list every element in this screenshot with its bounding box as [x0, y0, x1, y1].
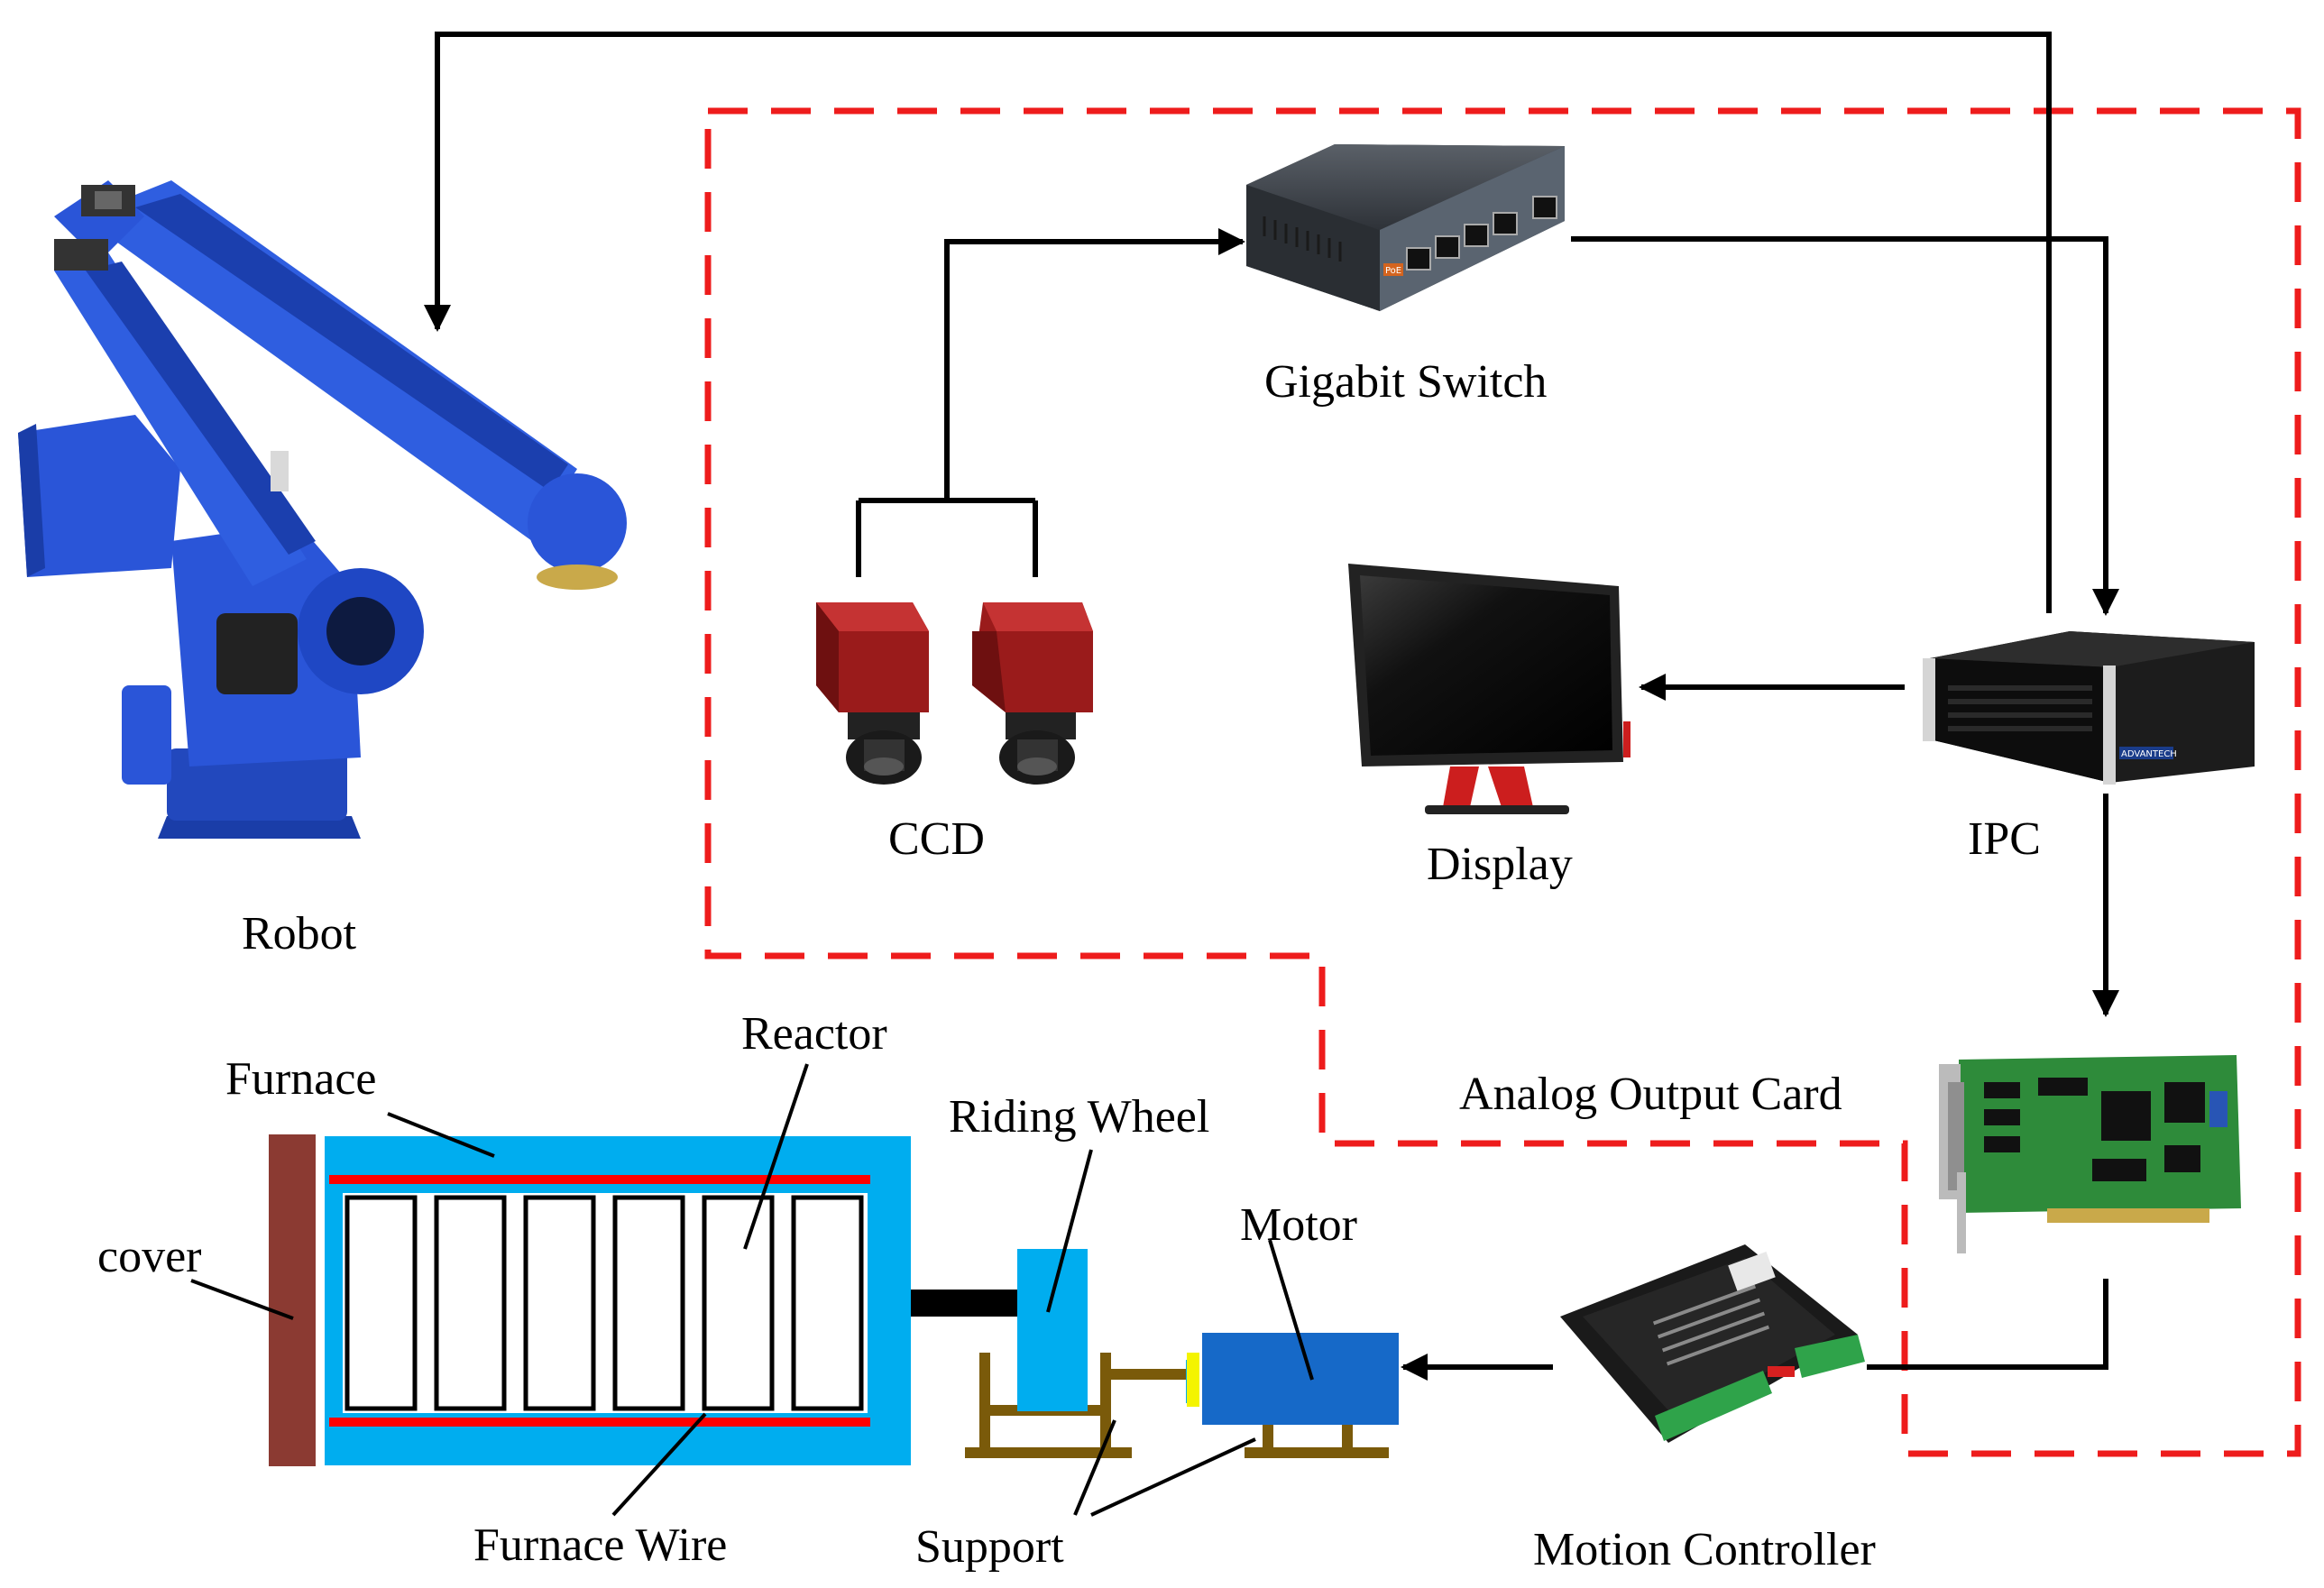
label-gigabit-switch: Gigabit Switch [1264, 356, 1547, 408]
furnace-wire-bottom [329, 1418, 870, 1427]
switch-poe-badge: PoE [1385, 266, 1401, 276]
switch-to-ipc-line [1571, 236, 2119, 616]
label-ipc: IPC [1968, 813, 2041, 865]
label-ccd: CCD [888, 813, 985, 865]
ipc-brand-text: ADVANTECH [2121, 749, 2177, 759]
label-reactor: Reactor [741, 1008, 887, 1060]
label-riding-wheel: Riding Wheel [949, 1091, 1209, 1143]
leader-lines [190, 1063, 1314, 1517]
motion-controller-image [1560, 1244, 1865, 1443]
label-cover: cover [97, 1231, 201, 1282]
ccd-camera-right [972, 602, 1093, 785]
drive-shaft [911, 1290, 1017, 1317]
label-robot: Robot [242, 908, 357, 959]
robot-image [18, 180, 627, 839]
reactor-cells [344, 1195, 864, 1411]
control-system-boundary [704, 107, 2301, 1457]
display-monitor-image [1348, 564, 1630, 814]
ccd-camera-left [816, 602, 929, 785]
analog-output-card-image [1939, 1055, 2241, 1253]
gigabit-switch-image: PoE [1246, 144, 1565, 311]
riding-wheel [1017, 1249, 1088, 1411]
label-motion-controller: Motion Controller [1533, 1524, 1876, 1575]
ipc-to-robot-line [424, 32, 2052, 613]
card-to-controller-line [1867, 1279, 2108, 1370]
label-motor: Motor [1240, 1199, 1357, 1251]
furnace-assembly [269, 1134, 911, 1466]
label-support: Support [915, 1521, 1064, 1573]
label-analog-output-card: Analog Output Card [1459, 1069, 1842, 1120]
support-frame [965, 1353, 1389, 1458]
label-display: Display [1427, 839, 1573, 890]
furnace-cover [269, 1134, 316, 1466]
ccd-to-switch-line [856, 242, 1243, 577]
furnace-wire-top [329, 1175, 870, 1184]
motor-body [1202, 1333, 1399, 1425]
label-furnace-wire: Furnace Wire [473, 1519, 727, 1571]
motor-coupling [1187, 1353, 1199, 1407]
label-furnace: Furnace [225, 1053, 376, 1105]
ipc-image: ADVANTECH [1923, 631, 2255, 785]
